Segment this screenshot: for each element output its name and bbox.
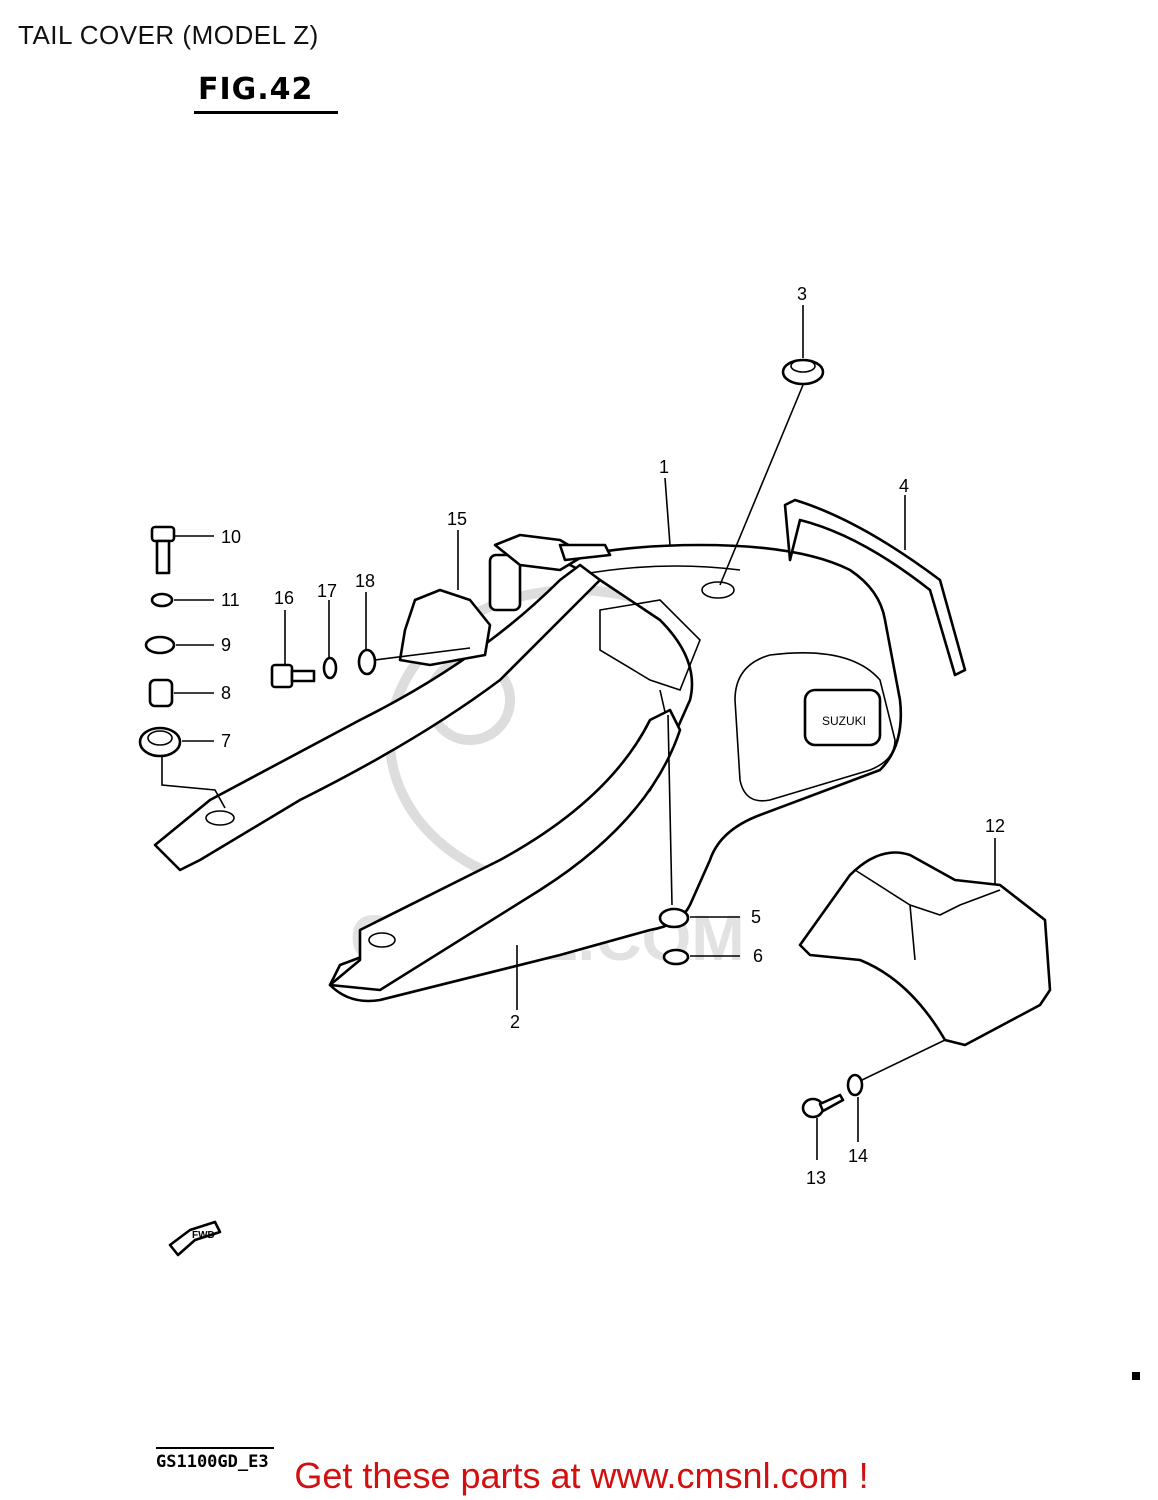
callout-10: 10 [221,527,241,547]
callout-12: 12 [985,816,1005,836]
promo-link[interactable]: Get these parts at www.cmsnl.com ! [0,1455,1158,1497]
collar-part-8 [148,678,174,708]
callout-17: 17 [317,581,337,601]
grommet-part-3 [781,358,825,386]
rear-frame-rail [153,563,682,992]
seal-strip-part-4 [783,498,967,677]
callout-8: 8 [221,683,231,703]
callout-4: 4 [899,476,909,496]
washer-part-14 [846,1073,864,1097]
callout-9: 9 [221,635,231,655]
callout-16: 16 [274,588,294,608]
callout-3: 3 [797,284,807,304]
washer-part-11 [150,592,174,608]
grommet-part-7 [138,726,182,758]
callout-11: 11 [221,590,240,610]
svg-text:FWD: FWD [192,1230,215,1241]
forward-direction-arrow: FWD [168,1220,222,1257]
callout-15: 15 [447,509,467,529]
page-title: TAIL COVER (MODEL Z) [18,20,319,50]
bolt-part-16 [270,663,316,689]
callout-1: 1 [659,457,669,477]
inner-cover-part-12 [798,851,1052,1047]
figure-underline [194,111,338,114]
grommet-part-5 [658,907,690,929]
washer-part-18 [357,648,377,676]
seat-lock-part-15 [398,533,612,667]
nut-part-6 [662,948,690,966]
bolt-part-10 [150,525,176,575]
callout-leaders [174,305,996,1160]
figure-label: FIG.42 [198,72,314,107]
callout-6: 6 [753,946,763,966]
callout-14: 14 [848,1146,868,1166]
callout-18: 18 [355,571,375,591]
washer-part-9 [144,635,176,655]
model-code-rule [156,1447,274,1449]
washer-part-17 [322,656,338,680]
model-code: GS1100GD_E3 [156,1452,269,1472]
callout-7: 7 [221,731,231,751]
callout-2: 2 [510,1012,520,1032]
callout-5: 5 [751,907,761,927]
svg-text:SUZUKI: SUZUKI [822,714,866,728]
callout-numbers: 1 2 3 4 5 6 7 8 9 10 11 12 13 14 15 16 1… [221,284,1005,1188]
callout-13: 13 [806,1168,826,1188]
corner-mark [1132,1372,1140,1380]
screw-part-13 [801,1093,845,1119]
promo-text: Get these parts at www.cmsnl.com ! [294,1455,869,1496]
